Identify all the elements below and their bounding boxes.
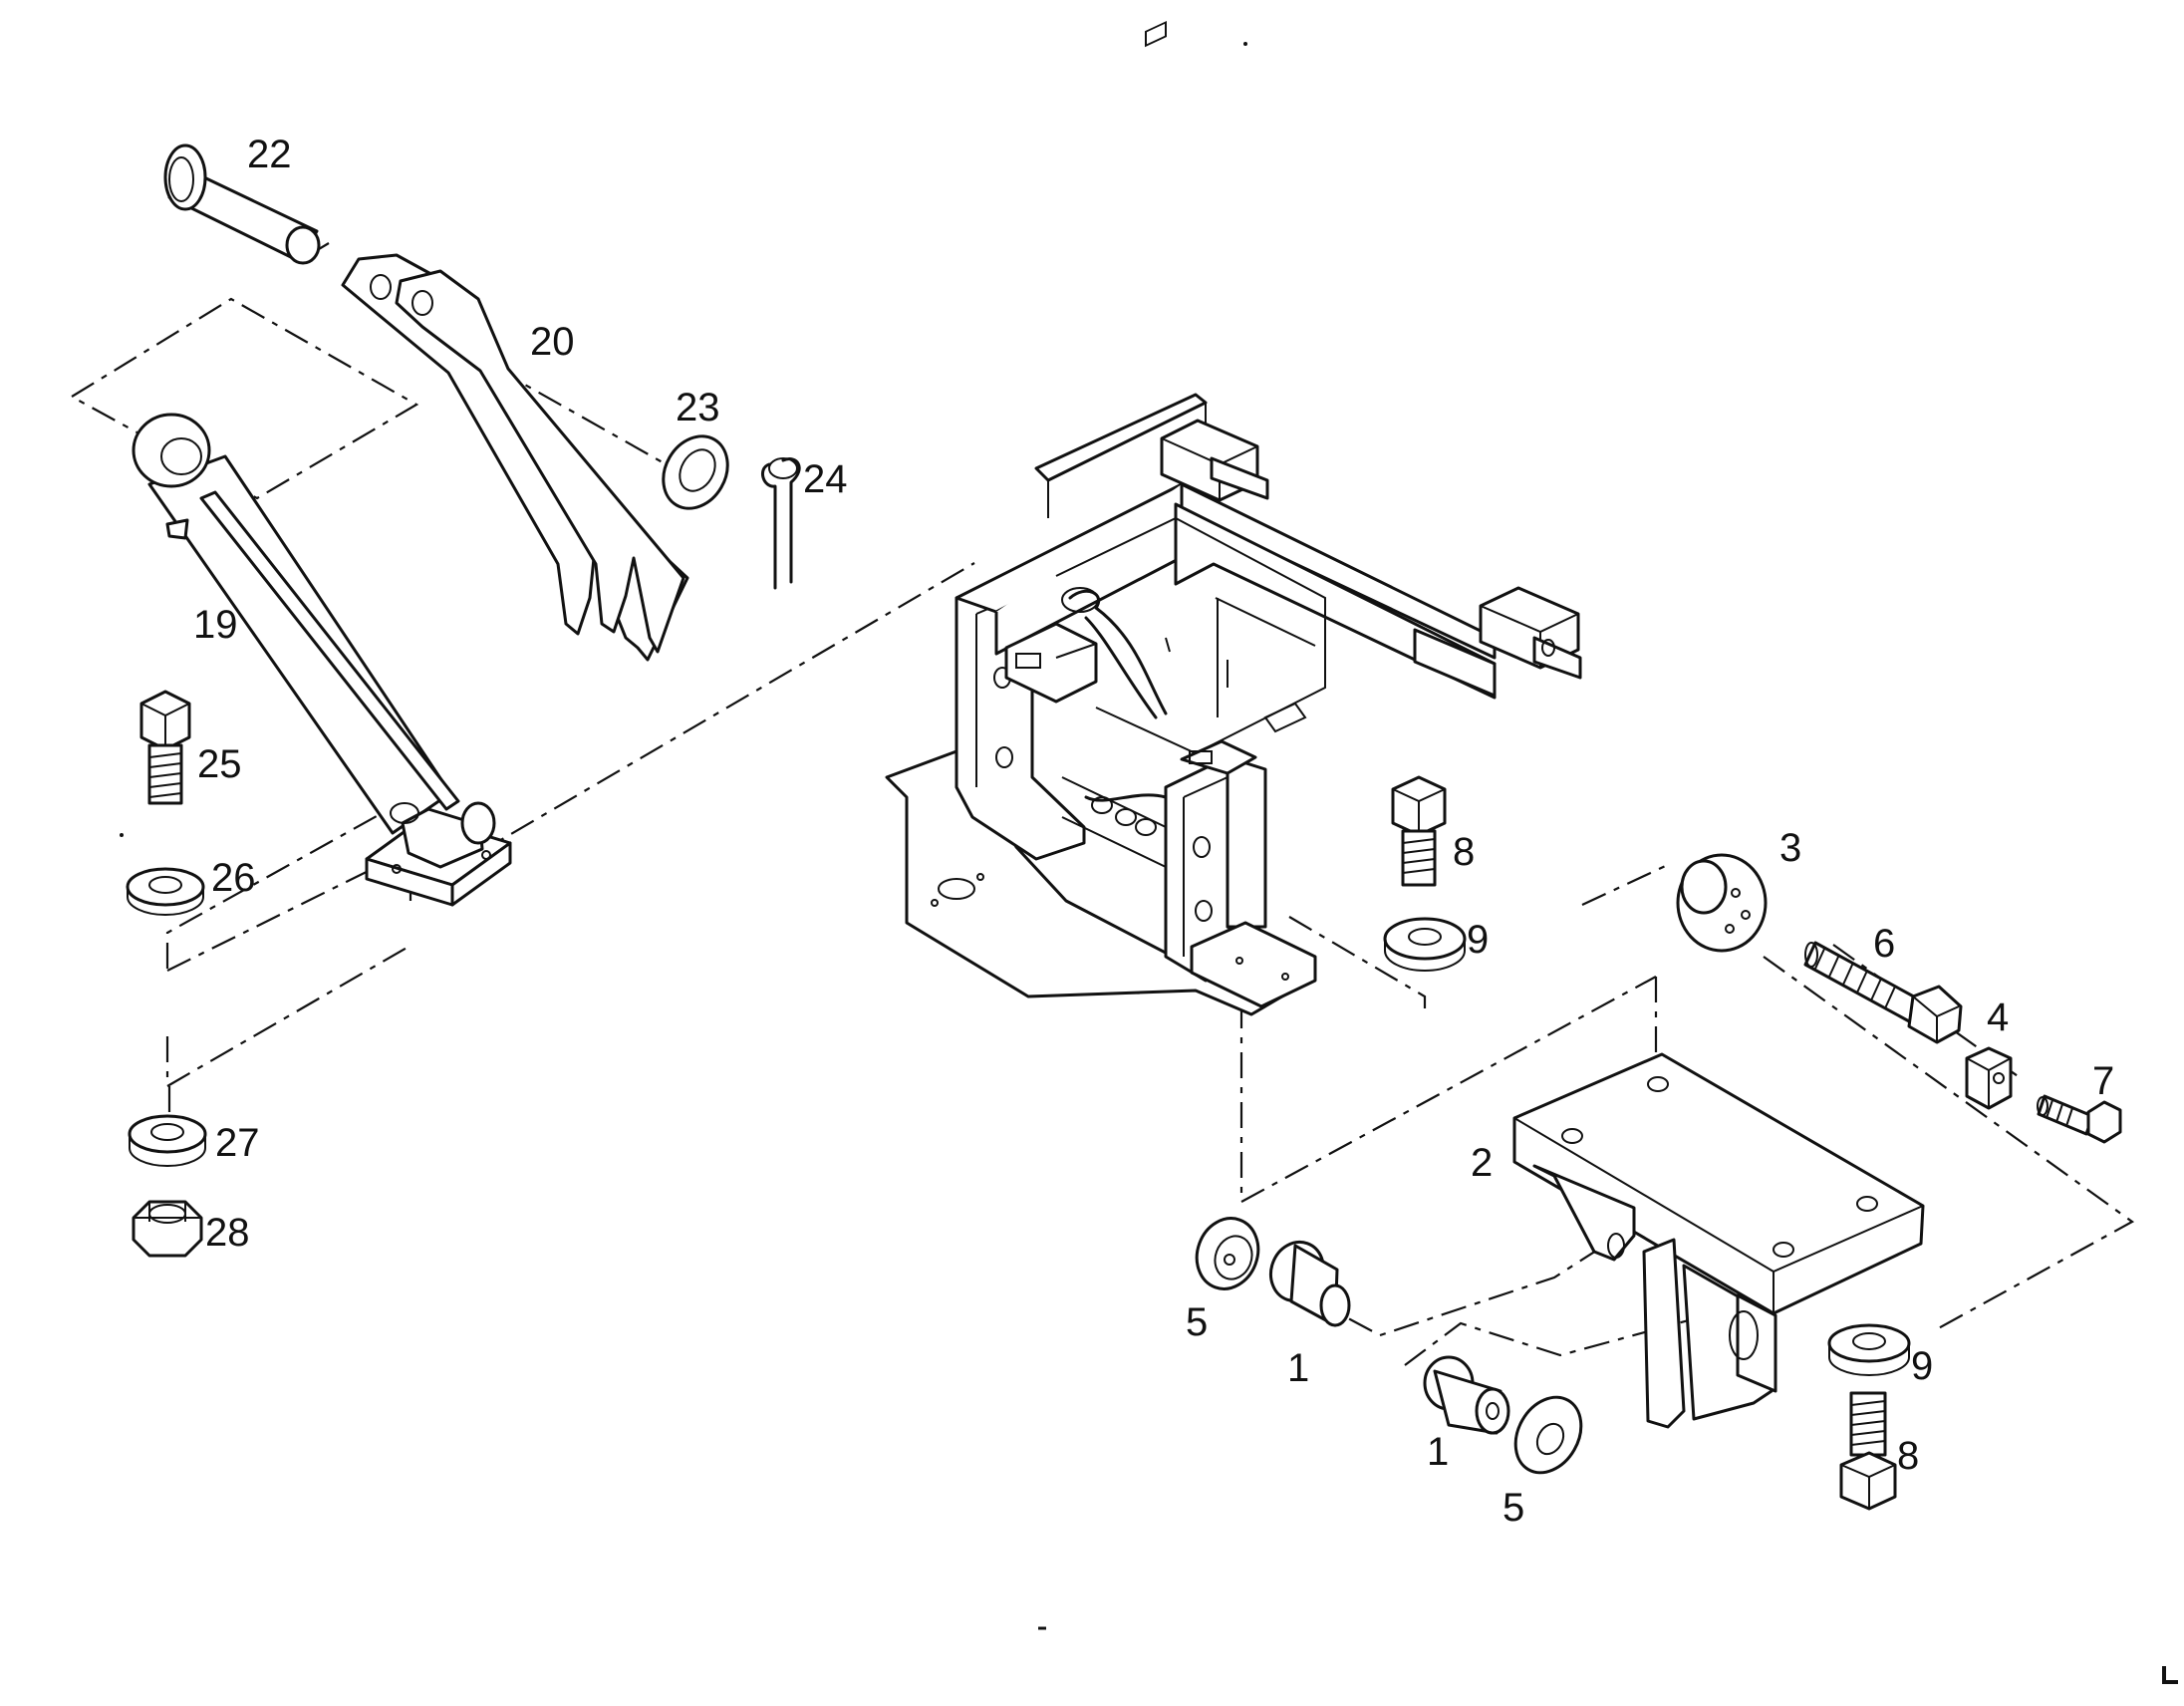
scan-marks	[120, 42, 2178, 1684]
label-part-4: 4	[1987, 995, 2009, 1039]
washer-plate-5-left-icon	[1195, 1217, 1260, 1290]
label-part-20: 20	[530, 320, 575, 364]
label-part-2: 2	[1471, 1141, 1493, 1185]
clevis-pin-22-icon	[163, 143, 321, 265]
label-part-24: 24	[803, 457, 848, 501]
washer-9-lower-icon	[1827, 1323, 1911, 1376]
label-part-1-lower: 1	[1427, 1430, 1449, 1474]
label-part-8-upper: 8	[1453, 830, 1475, 874]
bolt-8-upper-icon	[1391, 775, 1447, 887]
washer-9-upper-icon	[1383, 917, 1467, 972]
label-part-5-left: 5	[1186, 1300, 1208, 1344]
washer-26-icon	[126, 867, 205, 916]
bolt-7-icon	[2037, 1094, 2122, 1144]
nut-28-icon	[132, 1200, 203, 1258]
label-part-25: 25	[197, 742, 242, 786]
label-part-5-lower: 5	[1502, 1486, 1524, 1530]
clip-4-icon	[1965, 1046, 2013, 1110]
label-part-28: 28	[205, 1211, 250, 1255]
flange-mount-3-icon	[1676, 853, 1768, 953]
washer-23-icon	[662, 434, 729, 510]
long-bolt-6-icon	[1803, 941, 1963, 1044]
part-number-labels: 22 20 23 24 19 25 26 27 28 8 9 3 6 4 7 2…	[193, 133, 2114, 1530]
label-part-9-lower: 9	[1911, 1344, 1933, 1388]
lever-arm-20-icon	[341, 253, 689, 662]
label-part-26: 26	[211, 856, 256, 900]
cotter-pin-24-icon	[760, 457, 801, 590]
label-part-19: 19	[193, 603, 238, 647]
rubber-mount-1-lower-icon	[1423, 1355, 1510, 1435]
bolt-25-icon	[139, 690, 191, 805]
label-part-9-upper: 9	[1467, 918, 1489, 962]
label-part-23: 23	[676, 386, 720, 429]
mounting-bracket-2-icon	[1512, 1052, 1925, 1429]
rubber-mount-1-upper-icon	[1269, 1240, 1351, 1327]
main-frame-icon	[885, 20, 1582, 1016]
bolt-8-lower-icon	[1839, 1391, 1897, 1511]
label-part-27: 27	[215, 1121, 260, 1165]
label-part-8-lower: 8	[1897, 1434, 1919, 1478]
washer-plate-5-lower-icon	[1513, 1395, 1583, 1475]
label-part-1-upper: 1	[1287, 1346, 1309, 1390]
label-part-3: 3	[1779, 826, 1801, 870]
label-part-22: 22	[247, 133, 292, 176]
label-part-7: 7	[2092, 1059, 2114, 1103]
hydraulic-cylinder-19-icon	[132, 413, 512, 907]
label-part-6: 6	[1873, 922, 1895, 966]
washer-27-icon	[128, 1114, 207, 1167]
